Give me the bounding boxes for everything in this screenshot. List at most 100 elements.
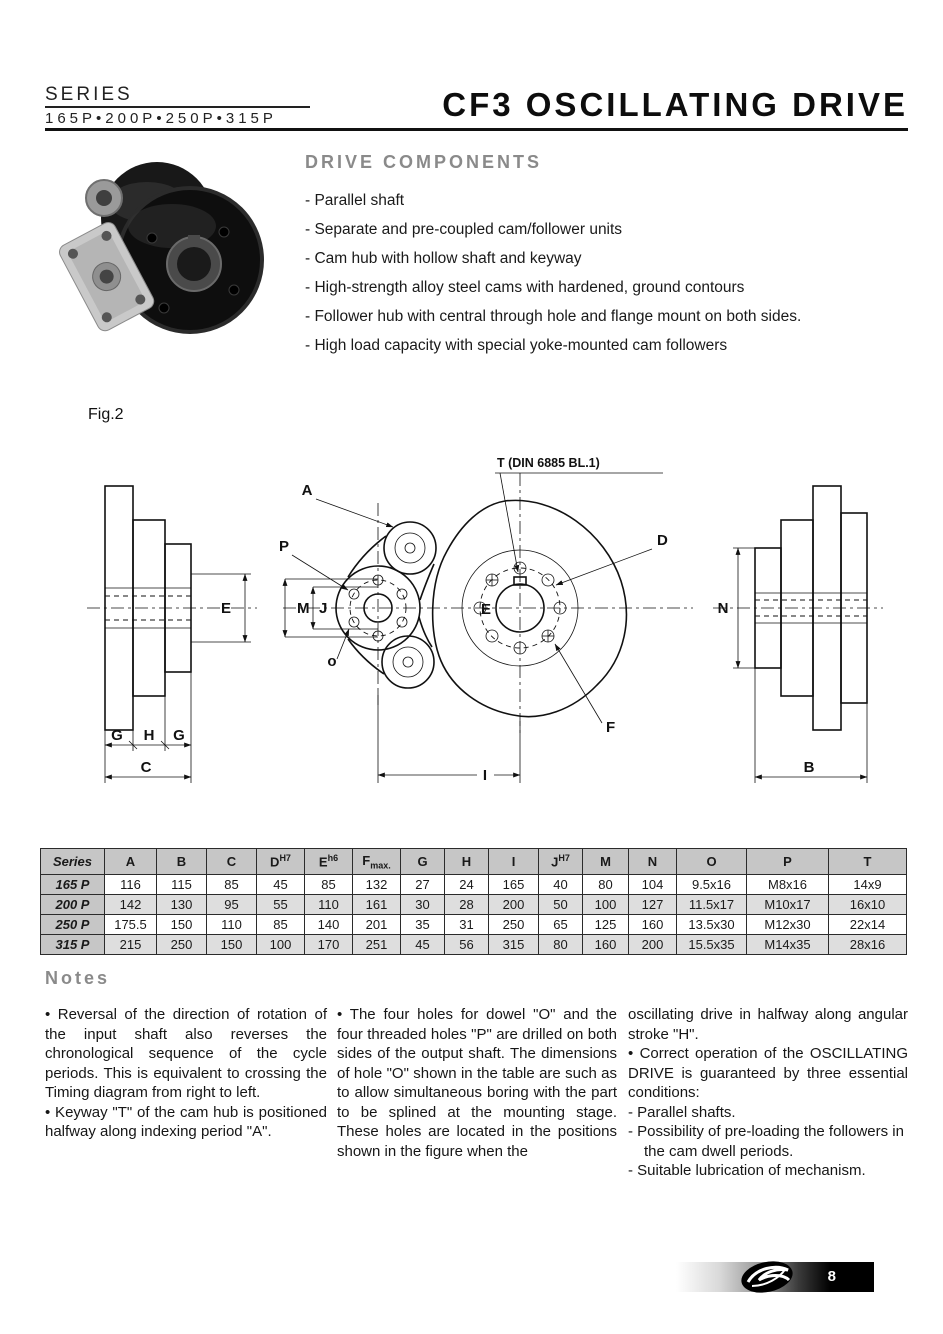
technical-drawing: E G H G C [87, 456, 883, 784]
spec-table-header-cell: Fmax. [352, 848, 401, 875]
value-cell: 200 [628, 934, 677, 955]
value-cell: 201 [352, 914, 401, 935]
value-cell: 250 [488, 914, 539, 935]
spec-table-header-cell: O [676, 848, 747, 875]
note-paragraph: - Parallel shafts. [628, 1103, 736, 1121]
spec-table-header-cell: Eh6 [304, 848, 353, 875]
spec-table-header-cell: T [828, 848, 907, 875]
dim-label-N: N [718, 600, 729, 617]
dim-label-T: T (DIN 6885 BL.1) [497, 456, 600, 470]
page-title: CF3 OSCILLATING DRIVE [442, 86, 908, 123]
value-cell: 200 [488, 894, 539, 915]
dim-label-o: o [327, 653, 336, 670]
dim-label-P: P [279, 538, 289, 555]
right-side-view: N B [718, 485, 868, 783]
drive-component-item: - Parallel shaft [305, 192, 405, 209]
spec-table-header-cell: N [628, 848, 677, 875]
spec-table-header-cell: C [206, 848, 257, 875]
drive-component-item: - Follower hub with central through hole… [305, 308, 802, 325]
drive-component-item: - High-strength alloy steel cams with ha… [305, 279, 745, 296]
drive-components-list: - Parallel shaft - Separate and pre-coupl… [305, 193, 910, 367]
dim-label-I: I [483, 767, 487, 784]
dim-label-B: B [804, 759, 815, 776]
spec-table-header-cell: Series [40, 848, 105, 875]
value-cell: 45 [256, 874, 305, 895]
value-cell: 45 [400, 934, 445, 955]
dim-label-E-side: E [221, 600, 231, 617]
value-cell: 31 [444, 914, 489, 935]
value-cell: 55 [256, 894, 305, 915]
page-number: 8 [827, 1268, 836, 1285]
value-cell: 175.5 [104, 914, 157, 935]
value-cell: 160 [628, 914, 677, 935]
value-cell: 125 [582, 914, 629, 935]
dim-label-F: F [606, 719, 615, 736]
notes-heading: Notes [45, 968, 111, 988]
value-cell: 215 [104, 934, 157, 955]
dim-label-D: D [657, 532, 668, 549]
spec-table-header-cell: M [582, 848, 629, 875]
value-cell: M10x17 [746, 894, 829, 915]
value-cell: 315 [488, 934, 539, 955]
series-label: SERIES [45, 84, 133, 105]
dim-label-G-left: G [111, 727, 123, 744]
header-rule [45, 128, 908, 131]
value-cell: 85 [256, 914, 305, 935]
value-cell: 161 [352, 894, 401, 915]
value-cell: 30 [400, 894, 445, 915]
value-cell: 9.5x16 [676, 874, 747, 895]
spec-table-header-cell: P [746, 848, 829, 875]
value-cell: 80 [582, 874, 629, 895]
value-cell: 28 [444, 894, 489, 915]
value-cell: 50 [538, 894, 583, 915]
series-rule [45, 106, 310, 108]
value-cell: 80 [538, 934, 583, 955]
notes-col-1: • Reversal of the direction of rotation … [45, 1005, 327, 1142]
value-cell: 165 [488, 874, 539, 895]
value-cell: 65 [538, 914, 583, 935]
dim-label-H: H [144, 727, 155, 744]
series-cell: 315 P [40, 934, 105, 955]
note-paragraph: • Reversal of the direction of rotation … [45, 1006, 327, 1101]
value-cell: 142 [104, 894, 157, 915]
product-photo [52, 158, 287, 355]
value-cell: 116 [104, 874, 157, 895]
value-cell: 110 [304, 894, 353, 915]
drive-component-item: - High load capacity with special yoke-m… [305, 337, 728, 354]
drive-component-item: - Cam hub with hollow shaft and keyway [305, 250, 582, 267]
brand-logo-icon [741, 1261, 793, 1293]
note-paragraph: - Possibility of pre-loading the followe… [628, 1123, 904, 1160]
series-cell: 200 P [40, 894, 105, 915]
drive-components-heading: DRIVE COMPONENTS [305, 152, 543, 172]
spec-table-header-cell: A [104, 848, 157, 875]
value-cell: 132 [352, 874, 401, 895]
dim-label-M: M [297, 600, 310, 617]
value-cell: 28x16 [828, 934, 907, 955]
value-cell: 13.5x30 [676, 914, 747, 935]
value-cell: 35 [400, 914, 445, 935]
drive-component-item: - Separate and pre-coupled cam/follower … [305, 221, 623, 238]
value-cell: 160 [582, 934, 629, 955]
series-cell: 250 P [40, 914, 105, 935]
footer-bar: 8 [676, 1261, 874, 1293]
value-cell: 150 [156, 914, 207, 935]
note-paragraph: oscillating drive in halfway along angul… [628, 1006, 908, 1043]
spec-table-header-cell: B [156, 848, 207, 875]
value-cell: 11.5x17 [676, 894, 747, 915]
dim-label-G-right: G [173, 727, 185, 744]
left-side-view: E G H G C [104, 485, 251, 783]
value-cell: 127 [628, 894, 677, 915]
notes-col-2: • The four holes for dowel "O" and the f… [337, 1005, 617, 1161]
value-cell: 85 [206, 874, 257, 895]
value-cell: 14x9 [828, 874, 907, 895]
value-cell: 16x10 [828, 894, 907, 915]
value-cell: M12x30 [746, 914, 829, 935]
value-cell: 40 [538, 874, 583, 895]
